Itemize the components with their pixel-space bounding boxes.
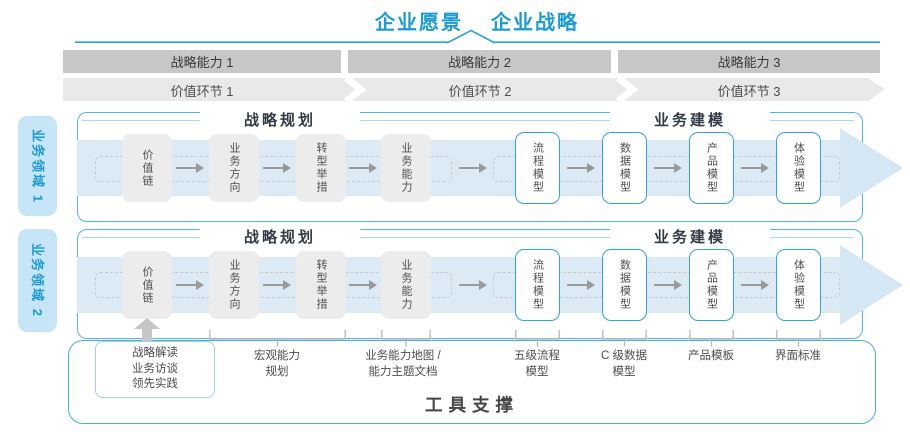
up-arrow-icon <box>134 318 160 342</box>
strategy-interview-label: 战略解读 业务访谈 领先实践 <box>132 347 178 391</box>
annotation-data-model: C 级数据 模型 <box>601 350 647 378</box>
flow-arrow-icon <box>349 280 377 290</box>
box-process-model-2: 流程模型 <box>515 249 560 321</box>
title-vision: 企业愿景 <box>375 12 463 34</box>
box-data-model-label: 数据模型 <box>618 142 631 194</box>
flow-arrow-icon <box>654 280 682 290</box>
section-strategic-planning: 战略规划 <box>200 112 360 129</box>
business-domain-2: 业务领域 2 <box>18 229 57 332</box>
box-product-model-label: 产品模型 <box>705 142 718 194</box>
box-experience-model-2-label: 体验模型 <box>792 259 805 311</box>
flow-arrow-icon <box>567 163 595 173</box>
box-product-model-2: 产品模型 <box>689 249 734 321</box>
strategic-capability-1-label: 战略能力 1 <box>170 55 234 70</box>
strategic-capability-bar-3: 战略能力 3 <box>618 50 880 73</box>
value-link-2-label: 价值环节 2 <box>448 84 512 99</box>
annotation-macro-capability: 宏观能力 规划 <box>254 350 300 378</box>
box-process-model: 流程模型 <box>515 132 560 204</box>
box-business-capability-2: 业务能力 <box>381 251 431 319</box>
business-domain-2-label: 业务领域 2 <box>30 243 45 318</box>
box-business-direction-2-label: 业务方向 <box>228 259 240 311</box>
bracket-connector <box>602 330 647 347</box>
top-divider-line <box>75 29 880 44</box>
box-transformation-initiatives: 转型举措 <box>296 134 346 202</box>
business-domain-1: 业务领域 1 <box>18 116 57 216</box>
flow-arrow-icon <box>741 163 769 173</box>
modeling-pipeline-placeholder <box>493 272 840 298</box>
section-header-line <box>82 237 854 238</box>
box-process-model-label: 流程模型 <box>531 142 544 194</box>
box-transformation-initiatives-label: 转型举措 <box>315 142 327 194</box>
value-link-1-label: 价值环节 1 <box>170 84 234 99</box>
strategic-capability-bar-2: 战略能力 2 <box>348 50 611 73</box>
flow-arrow-icon <box>263 280 291 290</box>
box-business-capability: 业务能力 <box>381 134 431 202</box>
flow-arrow-icon <box>741 280 769 290</box>
strategy-interview-box: 战略解读 业务访谈 领先实践 <box>95 341 215 398</box>
bracket-connector <box>381 330 431 347</box>
bracket-connector <box>515 330 560 347</box>
flow-arrow-icon <box>567 280 595 290</box>
strategic-capability-3-label: 战略能力 3 <box>717 55 781 70</box>
box-experience-model: 体验模型 <box>776 132 821 204</box>
box-business-direction-2: 业务方向 <box>209 251 259 319</box>
bracket-connector <box>776 330 821 347</box>
box-product-model: 产品模型 <box>689 132 734 204</box>
business-domain-1-label: 业务领域 1 <box>30 128 45 204</box>
planning-pipeline-placeholder <box>95 156 452 182</box>
flow-arrow-icon <box>176 280 204 290</box>
box-transformation-initiatives-2-label: 转型举措 <box>315 259 327 311</box>
flow-arrow-icon <box>654 163 682 173</box>
modeling-pipeline-placeholder <box>493 156 840 182</box>
section-header-line <box>82 120 854 121</box>
box-value-chain: 价值链 <box>122 134 172 202</box>
strategic-capability-2-label: 战略能力 2 <box>448 55 511 70</box>
box-business-direction-label: 业务方向 <box>228 142 240 194</box>
section-strategic-planning-2: 战略规划 <box>200 229 360 246</box>
box-value-chain-label: 价值链 <box>141 148 153 188</box>
annotation-process-model: 五级流程 模型 <box>514 350 560 378</box>
annotation-ui-standard: 界面标准 <box>775 350 821 362</box>
section-business-modeling-2: 业务建模 <box>610 229 770 246</box>
box-data-model: 数据模型 <box>602 132 647 204</box>
box-data-model-2-label: 数据模型 <box>618 259 631 311</box>
tool-support-label: 工具支撑 <box>425 395 519 415</box>
box-business-capability-2-label: 业务能力 <box>400 259 412 311</box>
box-value-chain-2-label: 价值链 <box>141 265 153 305</box>
box-process-model-2-label: 流程模型 <box>531 259 544 311</box>
section-business-modeling: 业务建模 <box>610 112 770 129</box>
bracket-connector <box>689 330 734 347</box>
flow-arrow-icon <box>459 163 487 173</box>
box-business-capability-label: 业务能力 <box>400 142 412 194</box>
box-product-model-2-label: 产品模型 <box>705 259 718 311</box>
annotation-product-template: 产品模板 <box>688 350 734 362</box>
box-data-model-2: 数据模型 <box>602 249 647 321</box>
flow-arrow-icon <box>349 163 377 173</box>
flow-arrow-icon <box>176 163 204 173</box>
annotation-capability-map: 业务能力地图 / 能力主题文档 <box>365 350 441 378</box>
planning-pipeline-placeholder <box>95 272 452 298</box>
title-strategy: 企业战略 <box>491 12 579 34</box>
flow-arrow-icon <box>263 163 291 173</box>
bracket-connector <box>209 330 346 347</box>
value-link-3-label: 价值环节 3 <box>717 84 781 99</box>
box-experience-model-label: 体验模型 <box>792 142 805 194</box>
strategic-capability-bar-1: 战略能力 1 <box>63 50 341 73</box>
flow-arrow-icon <box>459 280 487 290</box>
box-transformation-initiatives-2: 转型举措 <box>296 251 346 319</box>
value-link-chevron-band <box>63 77 885 102</box>
box-value-chain-2: 价值链 <box>122 251 172 319</box>
box-business-direction: 业务方向 <box>209 134 259 202</box>
box-experience-model-2: 体验模型 <box>776 249 821 321</box>
